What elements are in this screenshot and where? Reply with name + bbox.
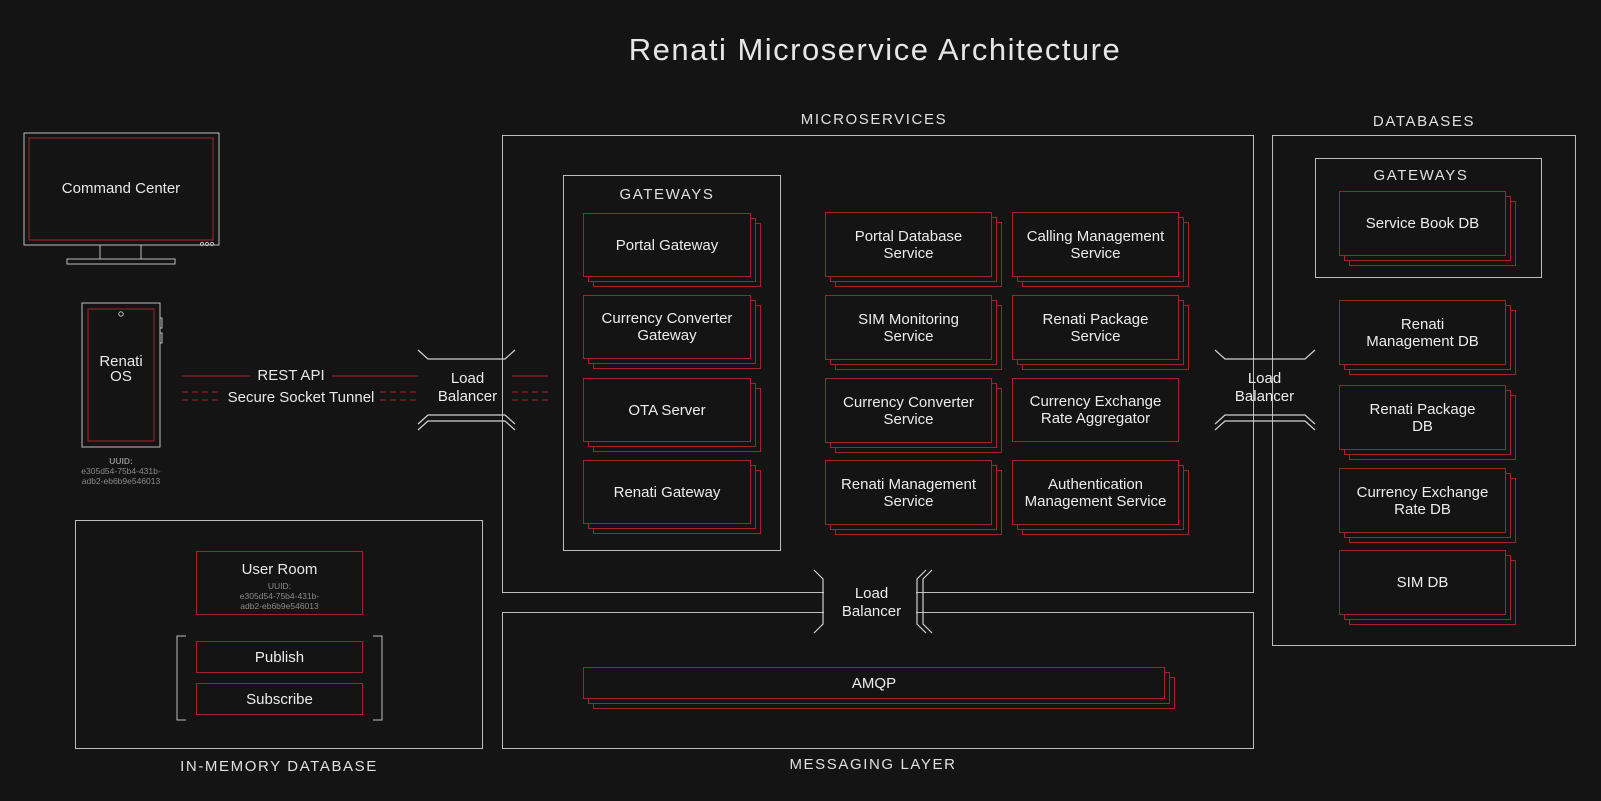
microservices-caption: MICROSERVICES	[800, 111, 948, 128]
load-balancer-left-graphic	[417, 349, 516, 431]
gateway-ota-server: OTA Server	[583, 378, 761, 452]
service-renati-management: Renati Management Service	[825, 460, 1002, 535]
load-balancer-bottom: Load Balancer	[841, 585, 902, 620]
monitor-icon	[23, 132, 220, 246]
gateway-renati: Renati Gateway	[583, 460, 761, 534]
user-room-label: User Room	[241, 561, 318, 578]
load-balancer-left: Load Balancer	[437, 370, 498, 405]
db-currency-exchange-rate: Currency Exchange Rate DB	[1339, 468, 1516, 543]
device-uuid-value: e305d54-75b4-431b-adb2-eb6b9e546013	[81, 466, 161, 486]
databases-frame	[1272, 135, 1576, 646]
service-calling-management: Calling Management Service	[1012, 212, 1189, 287]
databases-caption: DATABASES	[1372, 113, 1476, 130]
rest-api-label: REST API	[257, 367, 325, 384]
load-balancer-right: Load Balancer	[1234, 370, 1295, 405]
db-renati-management: Renati Management DB	[1339, 300, 1516, 375]
service-currency-converter: Currency Converter Service	[825, 378, 1002, 453]
service-portal-database: Portal Database Service	[825, 212, 1002, 287]
gateways-header: GATEWAYS	[619, 186, 715, 203]
amqp-queue: AMQP	[583, 667, 1175, 709]
page-title: Renati Microservice Architecture	[628, 32, 1122, 67]
device-label: Renati OS	[99, 353, 143, 385]
db-gateways-frame	[1315, 158, 1542, 278]
db-service-book: Service Book DB	[1339, 191, 1516, 266]
service-authentication-management: Authentication Management Service	[1012, 460, 1189, 535]
in-memory-caption: IN-MEMORY DATABASE	[180, 758, 378, 775]
db-sim: SIM DB	[1339, 550, 1516, 625]
subscribe-box: Subscribe	[196, 683, 363, 715]
load-balancer-right-graphic	[1214, 349, 1316, 431]
in-memory-frame	[75, 520, 483, 749]
user-room-uuid-value: e305d54-75b4-431b-adb2-eb6b9e546013	[239, 591, 320, 611]
gateway-currency-converter: Currency Converter Gateway	[583, 295, 761, 369]
db-gateways-header: GATEWAYS	[1373, 167, 1469, 184]
secure-socket-label: Secure Socket Tunnel	[227, 389, 375, 406]
publish-box: Publish	[196, 641, 363, 673]
db-renati-package: Renati Package DB	[1339, 385, 1516, 460]
user-room-box: User Room UUID: e305d54-75b4-431b-adb2-e…	[196, 551, 363, 615]
service-renati-package: Renati Package Service	[1012, 295, 1189, 370]
device-uuid-label: UUID:	[109, 456, 133, 466]
gateways-frame	[563, 175, 781, 551]
service-currency-exchange-aggregator: Currency Exchange Rate Aggregator	[1012, 378, 1179, 442]
service-sim-monitoring: SIM Monitoring Service	[825, 295, 1002, 370]
gateway-portal: Portal Gateway	[583, 213, 761, 287]
phone-icon	[81, 302, 161, 448]
user-room-uuid-label: UUID:	[267, 581, 292, 591]
load-balancer-bottom-graphic	[813, 569, 933, 634]
messaging-caption: MESSAGING LAYER	[789, 756, 957, 773]
command-center-label: Command Center	[61, 180, 181, 197]
